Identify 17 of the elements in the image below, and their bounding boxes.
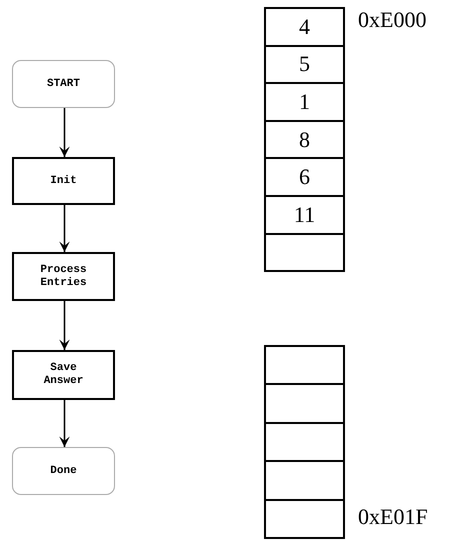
memory-value: 8 xyxy=(264,120,345,160)
arrow xyxy=(59,205,70,252)
process-box: Init xyxy=(12,157,115,205)
process-box: Process Entries xyxy=(12,252,115,301)
terminal-box: START xyxy=(12,60,115,108)
memory-address: 0xE01F xyxy=(358,505,428,529)
terminal-box: Done xyxy=(12,447,115,495)
memory-value: 6 xyxy=(264,157,345,197)
memory-value: 4 xyxy=(264,7,345,47)
arrow xyxy=(59,400,70,447)
arrow xyxy=(59,108,70,157)
memory-address: 0xE000 xyxy=(358,8,426,32)
memory-value: 11 xyxy=(264,195,345,235)
memory-value: 1 xyxy=(264,82,345,122)
memory-value: 5 xyxy=(264,44,345,84)
process-box: Save Answer xyxy=(12,350,115,400)
arrow xyxy=(59,301,70,350)
